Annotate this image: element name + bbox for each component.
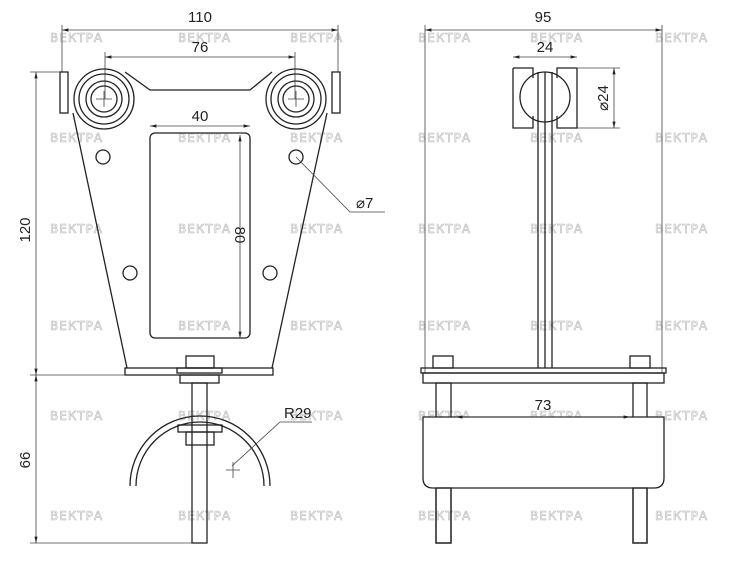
dim-overall-width: 110 [188, 9, 212, 26]
watermark-text: ВЕКТРА [178, 509, 231, 523]
watermark-text: ВЕКТРА [178, 31, 231, 45]
watermark-text: ВЕКТРА [290, 319, 343, 333]
watermark-text: ВЕКТРА [418, 131, 471, 145]
watermark-text: ВЕКТРА [530, 131, 583, 145]
watermark-text: ВЕКТРА [290, 131, 343, 145]
roller-left [73, 68, 135, 130]
dim-roller-diameter: ⌀24 [595, 85, 612, 111]
watermark-text: ВЕКТРА [530, 319, 583, 333]
watermark-text: ВЕКТРА [655, 319, 708, 333]
watermark-text: ВЕКТРА [530, 31, 583, 45]
roller-right [265, 68, 327, 130]
watermark-text: ВЕКТРА [50, 509, 103, 523]
watermark-text: ВЕКТРА [655, 409, 708, 423]
watermark-text: ВЕКТРА [290, 31, 343, 45]
watermark-text: ВЕКТРА [290, 509, 343, 523]
watermark-text: ВЕКТРА [50, 409, 103, 423]
watermark-text: ВЕКТРА [178, 319, 231, 333]
watermark-text: ВЕКТРА [50, 31, 103, 45]
dim-overall-width-side: 95 [535, 9, 552, 26]
watermark-text: ВЕКТРА [50, 222, 103, 236]
dim-box-width: 73 [535, 397, 552, 414]
watermark-text: ВЕКТРА [290, 409, 343, 423]
front-view: 110 76 40 80 ⌀7 120 66 [17, 9, 385, 544]
side-view: 95 24 ⌀24 73 [420, 9, 667, 544]
watermark-text: ВЕКТРА [418, 319, 471, 333]
dim-roller-width: 24 [537, 39, 554, 56]
watermark-text: ВЕКТРА [178, 131, 231, 145]
watermark-text: ВЕКТРА [418, 222, 471, 236]
watermark-text: ВЕКТРА [530, 509, 583, 523]
watermark-text: ВЕКТРА [50, 319, 103, 333]
dim-window-height: 80 [231, 227, 248, 244]
watermark-text: ВЕКТРА [178, 222, 231, 236]
watermark-text: ВЕКТРА [290, 222, 343, 236]
dim-height-body: 120 [17, 217, 34, 242]
dim-roller-spacing: 76 [192, 39, 209, 56]
watermark-text: ВЕКТРА [655, 31, 708, 45]
watermark-text: ВЕКТРА [655, 131, 708, 145]
watermark-text: ВЕКТРА [655, 222, 708, 236]
dim-hole: ⌀7 [356, 195, 373, 212]
watermark-text: ВЕКТРА [655, 509, 708, 523]
dim-radius: R29 [284, 405, 312, 422]
watermark-text: ВЕКТРА [418, 509, 471, 523]
watermark-text: ВЕКТРА [530, 222, 583, 236]
dim-window-width: 40 [192, 108, 209, 125]
watermark-text: ВЕКТРА [418, 31, 471, 45]
watermark-text: ВЕКТРА [50, 131, 103, 145]
dim-height-lower: 66 [17, 452, 34, 469]
